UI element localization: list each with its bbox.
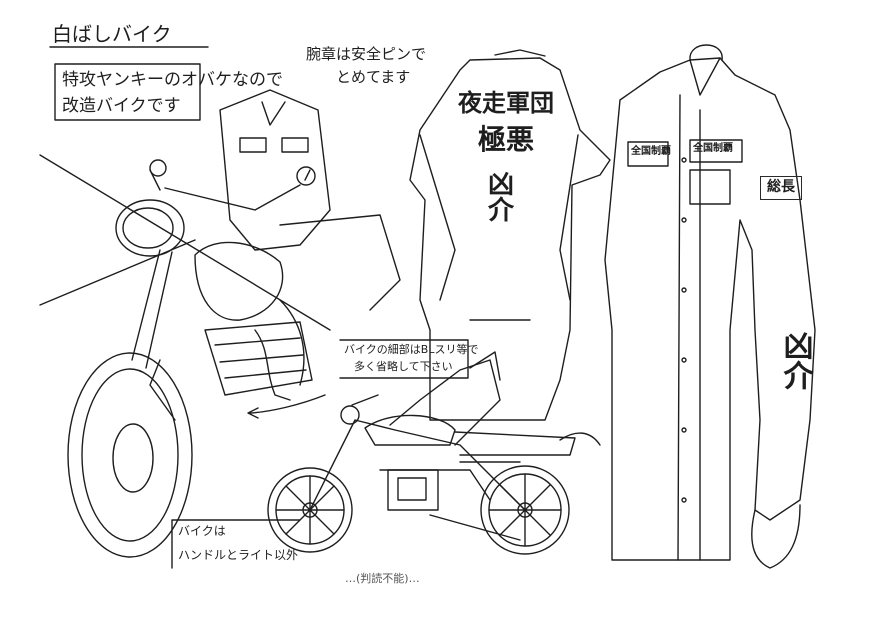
sleeve-embroidery: 凶介	[777, 330, 813, 390]
jacket-back-view	[409, 49, 611, 421]
armband-note-line-2: とめてます	[336, 68, 411, 86]
chest-patch-left: 全国制覇	[631, 146, 671, 157]
bike-note-line-2: ハンドルとライト以外	[178, 548, 299, 562]
detail-note-box	[339, 339, 469, 379]
jacket-front-view	[604, 44, 816, 569]
bike-note-box	[171, 519, 301, 569]
armband-patch: 総長	[760, 176, 802, 200]
back-embroidery-line-3: 凶介	[483, 170, 514, 222]
armband-note-line-1: 腕章は安全ピンで	[306, 45, 427, 63]
sheet-title: 白ばしバイク	[52, 22, 172, 46]
bike-note-line-1: バイクは	[178, 524, 226, 538]
main-note-line-2: 改造バイクです	[62, 96, 181, 116]
bottom-scribble: …(判読不能)…	[345, 572, 420, 585]
back-embroidery-line-1: 夜走軍団	[458, 88, 554, 117]
chest-patch-right: 全国制覇	[693, 143, 733, 154]
motorcycle-front-view	[39, 89, 401, 558]
detail-note-line-2: 多く省略して下さい	[354, 360, 453, 373]
main-note-box	[54, 63, 201, 121]
main-note-line-1: 特攻ヤンキーのオバケなので	[62, 70, 283, 90]
detail-note-line-1: バイクの細部はBLスリ等で	[344, 343, 479, 356]
back-embroidery-line-2: 極悪	[478, 123, 535, 156]
motorcycle-side-view	[267, 351, 601, 555]
